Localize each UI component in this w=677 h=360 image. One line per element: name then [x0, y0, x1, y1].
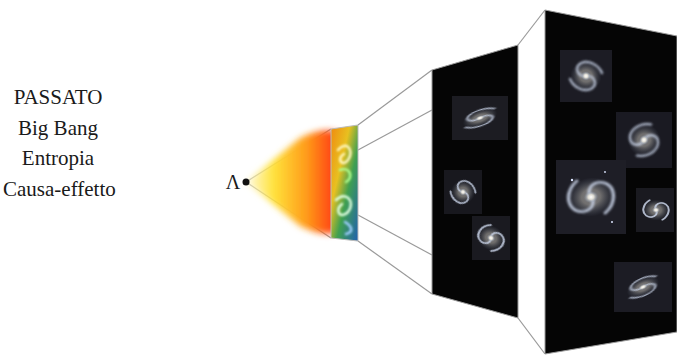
perspective-line — [246, 10, 545, 354]
concept-label: Big Bang — [18, 116, 98, 141]
era-heading: PASSATO — [14, 85, 103, 110]
label-slot: Λ — [226, 171, 241, 194]
galaxy-image — [444, 96, 510, 260]
concept-label: Entropia — [22, 146, 94, 171]
early-swirls — [336, 146, 351, 234]
galaxy-image — [556, 50, 674, 312]
galaxy-panel — [432, 45, 518, 318]
label-slot: Causa-effetto — [3, 177, 116, 202]
label-slot: Big Bang — [18, 116, 98, 141]
concept-label: Causa-effetto — [3, 177, 116, 202]
singularity-dot — [243, 179, 250, 186]
label-slot: Entropia — [22, 146, 94, 171]
symbol-label: Λ — [226, 171, 241, 194]
early-universe-panel — [331, 125, 358, 241]
label-slot: PASSATO — [14, 85, 103, 110]
galaxy-panel — [545, 10, 677, 354]
